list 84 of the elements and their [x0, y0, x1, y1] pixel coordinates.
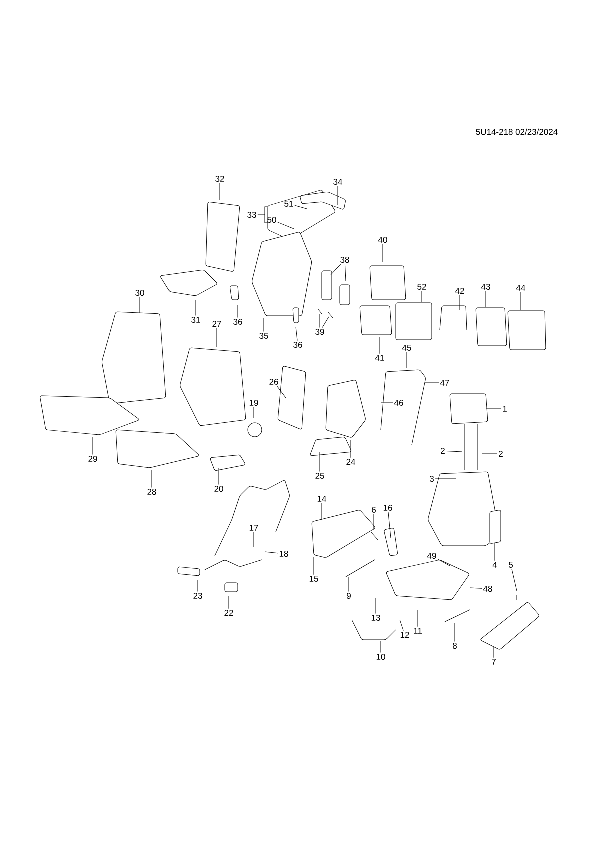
callout-number: 19 — [250, 400, 258, 406]
leader-line — [216, 328, 218, 348]
leader-line — [350, 440, 352, 458]
callout-number: 25 — [316, 473, 324, 479]
callout-number: 49 — [427, 553, 436, 559]
leader-line — [296, 326, 298, 342]
callout-number: 40 — [378, 237, 388, 243]
callout-number: 16 — [384, 505, 392, 511]
callout-number: 29 — [88, 456, 98, 462]
callout-number: 23 — [194, 593, 202, 599]
leader-line — [92, 436, 94, 456]
leader-line — [218, 468, 220, 486]
leader-line — [454, 622, 456, 642]
callout-number: 13 — [372, 615, 380, 621]
leader-line — [322, 316, 330, 328]
callout-number: 2 — [499, 451, 503, 457]
callout-number: 47 — [440, 380, 450, 386]
callout-number: 45 — [402, 345, 412, 351]
callout-number: 10 — [376, 654, 386, 660]
leader-line — [382, 244, 384, 262]
leader-line — [348, 576, 350, 592]
callout-number: 36 — [294, 342, 302, 348]
leader-line — [380, 402, 394, 404]
leader-line — [520, 292, 522, 310]
leader-line — [276, 386, 286, 398]
callout-number: 4 — [492, 562, 498, 568]
callout-number: 39 — [316, 329, 324, 335]
callout-number: 20 — [214, 486, 224, 492]
leader-line — [294, 205, 308, 210]
callout-number: 8 — [453, 643, 457, 649]
leader-line — [435, 478, 456, 480]
callout-number: 24 — [346, 459, 356, 465]
callout-number: 5 — [508, 562, 514, 568]
callout-number: 35 — [260, 333, 268, 339]
leader-line — [380, 640, 382, 654]
callout-number: 6 — [372, 507, 376, 513]
leader-line — [228, 596, 230, 610]
drawing-number: 5U14-218 02/23/2024 — [476, 128, 558, 136]
callout-number: 26 — [270, 379, 278, 385]
callout-number: 14 — [318, 496, 326, 502]
callout-number: 31 — [192, 317, 200, 323]
callout-number: 43 — [481, 284, 490, 290]
leader-line — [470, 588, 482, 589]
callout-number: 28 — [148, 489, 156, 495]
leader-line — [406, 352, 408, 368]
leader-line — [258, 214, 266, 216]
callout-number: 7 — [492, 659, 496, 665]
leader-line — [330, 264, 342, 276]
callout-number: 44 — [516, 285, 526, 291]
leader-line — [264, 552, 278, 554]
leader-line — [494, 542, 496, 562]
callout-number: 2 — [441, 448, 445, 454]
callout-number: 30 — [136, 290, 144, 296]
leader-line — [512, 568, 518, 592]
leader-line — [438, 559, 450, 566]
callout-number: 38 — [340, 257, 350, 263]
callout-number: 17 — [250, 525, 258, 531]
callout-number: 9 — [347, 593, 351, 599]
callout-number: 1 — [503, 406, 507, 412]
callout-number: 52 — [418, 284, 426, 290]
leader-line — [278, 222, 294, 230]
callout-number: 33 — [248, 212, 256, 218]
leader-line — [446, 450, 462, 452]
callout-number: 22 — [224, 610, 234, 616]
leader-line — [388, 512, 392, 538]
callout-number: 18 — [280, 551, 288, 557]
callout-number: 34 — [334, 179, 342, 185]
callout-number: 51 — [284, 201, 294, 207]
callout-number: 41 — [375, 355, 384, 361]
callout-number: 3 — [430, 476, 434, 482]
leader-line — [424, 382, 440, 384]
leader-line — [486, 408, 502, 410]
callout-number: 36 — [234, 319, 242, 325]
leader-line — [344, 264, 346, 282]
callout-number: 42 — [455, 288, 464, 294]
callout-number: 46 — [394, 400, 404, 406]
callout-number: 32 — [216, 176, 224, 182]
callout-number: 12 — [400, 632, 410, 638]
callout-number: 50 — [268, 217, 276, 223]
leader-line — [400, 620, 404, 632]
callout-number: 27 — [212, 321, 222, 327]
callout-number: 11 — [414, 628, 422, 634]
callout-number: 48 — [483, 586, 492, 592]
callout-number: 15 — [310, 576, 318, 582]
